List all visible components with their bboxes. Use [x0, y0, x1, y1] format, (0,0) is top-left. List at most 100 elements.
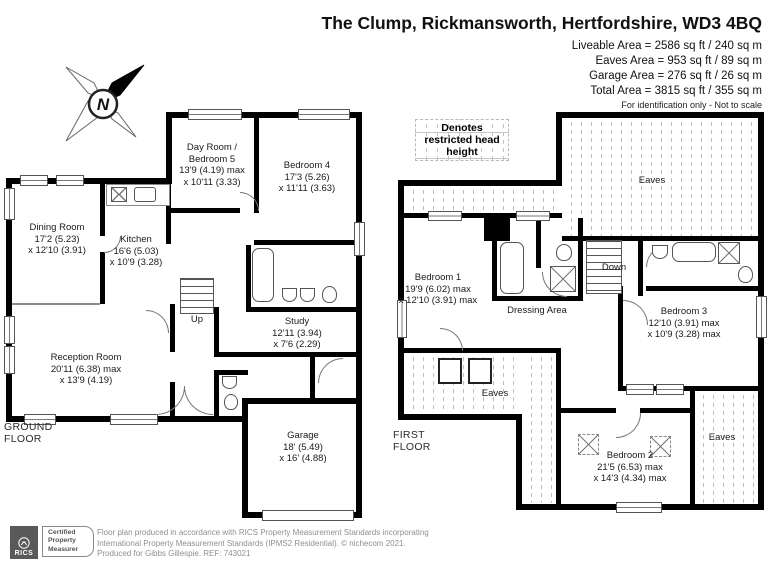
compass-north-icon: N — [65, 64, 145, 142]
window — [4, 316, 15, 344]
eaves-hatch-area — [404, 186, 562, 214]
chimney-block — [484, 213, 510, 241]
stairs-up — [180, 278, 214, 314]
room-label-bedroom4: Bedroom 4 17'3 (5.26) x 11'11 (3.63) — [278, 160, 336, 194]
stairs-down-label: Down — [601, 262, 627, 273]
wall — [646, 286, 764, 291]
footer-line-1: Floor plan produced in accordance with R… — [97, 528, 429, 537]
wall — [170, 304, 175, 352]
rics-crest-icon — [18, 537, 30, 549]
garage-door — [262, 510, 354, 521]
wall — [242, 404, 248, 518]
wall — [246, 307, 356, 312]
door-swing — [616, 413, 641, 438]
wall — [214, 370, 248, 375]
kitchen-sink-fixture — [134, 187, 156, 202]
window — [24, 414, 56, 425]
room-label-garage: Garage 18' (5.49) x 16' (4.88) — [279, 430, 327, 464]
wall — [578, 218, 583, 300]
window — [428, 211, 462, 221]
rics-logo: RICS — [10, 526, 38, 559]
room-label-bedroom3: Bedroom 3 12'10 (3.91) max x 10'9 (3.28)… — [647, 306, 721, 340]
wall — [6, 178, 172, 184]
door-swing — [184, 386, 213, 415]
sink-fixture — [300, 288, 315, 302]
wall — [556, 112, 562, 186]
eaves-label: Eaves — [708, 432, 736, 443]
footer-line-3: Produced for Gibbs Gillespie. REF: 74302… — [97, 549, 251, 558]
footer-line-2: International Property Measurement Stand… — [97, 538, 406, 548]
toilet-fixture — [224, 394, 238, 410]
footer-disclaimer: Floor plan produced in accordance with R… — [97, 528, 429, 560]
garage-area: Garage Area = 276 sq ft / 26 sq m — [589, 70, 762, 82]
liveable-area: Liveable Area = 2586 sq ft / 240 sq m — [571, 40, 762, 52]
room-label-dressing: Dressing Area — [507, 305, 567, 316]
eaves-hatch-area — [694, 391, 758, 504]
toilet-fixture — [738, 266, 753, 283]
page-title: The Clump, Rickmansworth, Hertfordshire,… — [321, 13, 762, 33]
room-label-bedroom1: Bedroom 1 19'9 (6.02) max x 12'10 (3.91)… — [398, 272, 478, 306]
wall — [522, 348, 560, 353]
wall — [618, 386, 760, 391]
wall — [356, 112, 362, 518]
sink-fixture — [282, 288, 297, 302]
wall — [246, 245, 251, 310]
bath-fixture — [252, 248, 274, 302]
wall — [618, 286, 623, 390]
wall — [100, 252, 105, 304]
wall — [166, 112, 362, 118]
room-label-reception: Reception Room 20'11 (6.38) max x 13'9 (… — [50, 352, 122, 386]
window — [354, 222, 365, 256]
window — [616, 502, 662, 513]
wall — [690, 391, 695, 506]
wall — [254, 118, 259, 213]
room-label-dayroom: Day Room / Bedroom 5 13'9 (4.19) max x 1… — [179, 142, 245, 188]
rics-logo-text: RICS — [14, 550, 34, 557]
wall — [310, 352, 315, 398]
room-label-study: Study 12'11 (3.94) x 7'6 (2.29) — [272, 316, 322, 350]
wall — [166, 208, 240, 213]
room-label-kitchen: Kitchen 16'6 (5.03) x 10'9 (3.28) — [109, 234, 163, 268]
eaves-label: Eaves — [481, 388, 509, 399]
sink-fixture — [652, 245, 668, 259]
wall — [254, 240, 356, 245]
wall — [214, 307, 219, 357]
window — [298, 109, 350, 120]
room-label-dining: Dining Room 17'2 (5.23) x 12'10 (3.91) — [28, 222, 86, 256]
room-label-bedroom2: Bedroom 2 21'5 (6.53) max x 14'3 (4.34) … — [593, 450, 667, 484]
wall — [556, 408, 616, 413]
door-swing — [156, 386, 185, 415]
window — [656, 384, 684, 395]
toilet-fixture — [322, 286, 337, 303]
wall — [166, 118, 172, 184]
identification-note: For identification only - Not to scale — [621, 100, 762, 110]
velux-window — [650, 436, 671, 457]
window — [397, 300, 407, 338]
bath-fixture — [672, 242, 716, 262]
eaves-hatch-area — [522, 353, 556, 503]
window — [4, 188, 15, 220]
shower-fixture — [550, 266, 576, 292]
bath-fixture — [500, 242, 524, 294]
window — [4, 346, 15, 374]
wall — [404, 213, 562, 218]
toilet-fixture — [556, 244, 572, 261]
window — [756, 296, 767, 338]
svg-text:N: N — [97, 95, 110, 114]
eaves-hatch-area — [562, 118, 758, 238]
velux-window — [578, 434, 599, 455]
stove-fixture — [111, 187, 127, 202]
window — [56, 175, 84, 186]
door-swing — [318, 358, 343, 383]
stairs-up-label: Up — [190, 314, 204, 325]
wall — [556, 348, 561, 504]
first-floor-label: FIRST FLOOR — [393, 429, 431, 453]
total-area: Total Area = 3815 sq ft / 355 sq m — [590, 85, 762, 97]
window — [626, 384, 654, 395]
wall — [404, 348, 522, 353]
wall — [562, 236, 758, 241]
dormer-window — [438, 358, 462, 384]
wall — [214, 370, 219, 416]
wall — [640, 408, 694, 413]
